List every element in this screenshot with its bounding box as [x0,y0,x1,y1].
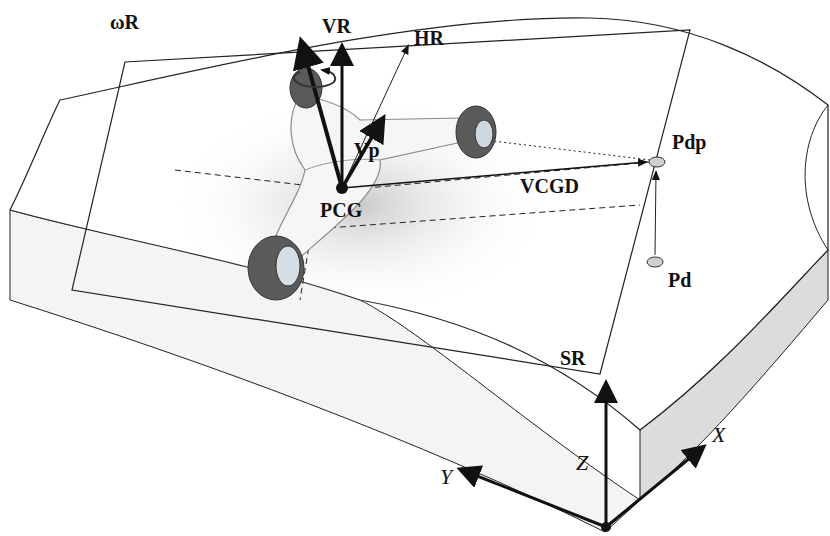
point-label: PCG [320,200,362,220]
axis-label: Z [576,452,588,474]
vector-label: HR [414,28,444,48]
vector-label: Vp [354,140,380,160]
vector-label: ωR [110,12,139,32]
vector-label: VR [322,16,351,36]
axis-label: X [712,424,725,446]
vector-label: VCGD [520,176,579,196]
point-label: Pdp [672,132,706,152]
rover [248,68,496,300]
plane-label: SR [560,348,586,368]
point-label: Pd [668,270,691,290]
axis-label: Y [440,466,452,488]
